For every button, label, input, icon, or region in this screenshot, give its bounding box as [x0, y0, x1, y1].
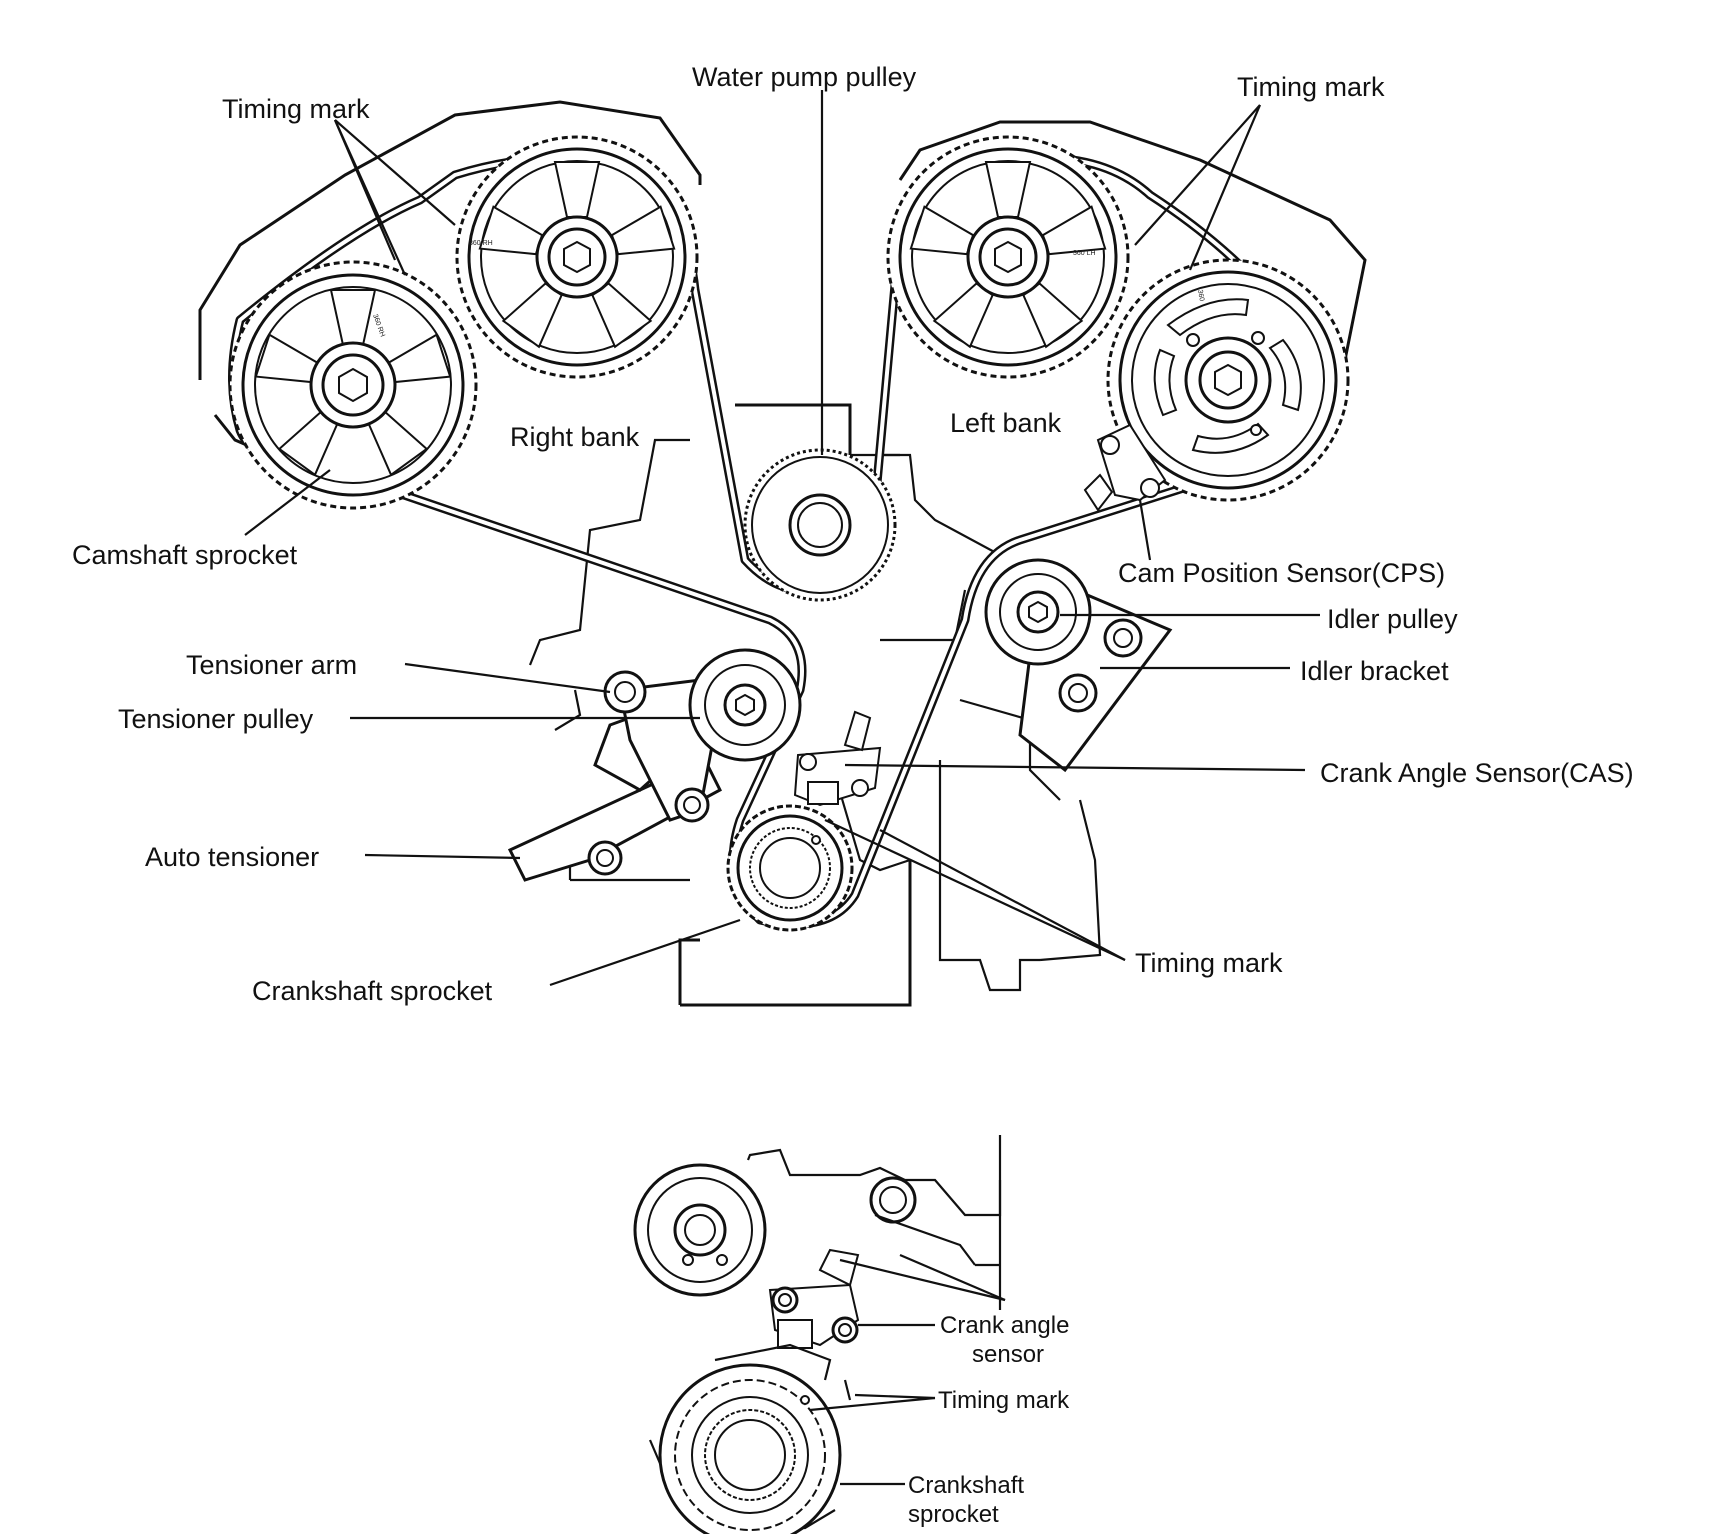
label-timing-mark-bottom: Timing mark	[1135, 948, 1283, 978]
tensioner-pulley	[688, 648, 802, 762]
detail-tensioner-pulley	[633, 1163, 767, 1297]
detail-label-timing-mark: Timing mark	[938, 1387, 1070, 1414]
sprocket-mark-right-rear: 360 RH	[469, 240, 493, 247]
cam-position-sensor	[1083, 423, 1167, 512]
label-water-pump-pulley: Water pump pulley	[692, 62, 917, 92]
label-idler-bracket: Idler bracket	[1300, 656, 1449, 686]
detail-crank-angle-sensor	[768, 1248, 860, 1349]
detail-view: Crank angle sensor Timing mark Crankshaf…	[633, 1135, 1070, 1534]
label-idler-pulley: Idler pulley	[1327, 604, 1458, 634]
label-tensioner-pulley: Tensioner pulley	[118, 704, 314, 734]
sprocket-mark-left-front: 360 LH	[1073, 250, 1096, 257]
label-auto-tensioner: Auto tensioner	[145, 842, 319, 872]
label-tensioner-arm: Tensioner arm	[186, 650, 357, 680]
left-front-camshaft-sprocket: 360 LH	[886, 135, 1130, 379]
sprocket-mark-left-rear: 360	[1196, 289, 1205, 302]
label-left-bank: Left bank	[950, 408, 1062, 438]
left-rear-camshaft-sprocket: 360	[1106, 258, 1350, 502]
right-front-camshaft-sprocket: 360 RH	[228, 260, 478, 510]
label-crank-angle-sensor: Crank Angle Sensor(CAS)	[1320, 758, 1634, 788]
crank-angle-sensor	[793, 710, 882, 807]
idler-pulley	[984, 558, 1092, 666]
label-timing-mark-left: Timing mark	[222, 94, 370, 124]
right-rear-camshaft-sprocket: 360 RH	[455, 135, 699, 379]
label-timing-mark-right: Timing mark	[1237, 72, 1385, 102]
detail-label-crankshaft-sprocket-2: sprocket	[908, 1501, 999, 1528]
label-crankshaft-sprocket: Crankshaft sprocket	[252, 976, 493, 1006]
label-right-bank: Right bank	[510, 422, 640, 452]
label-camshaft-sprocket: Camshaft sprocket	[72, 540, 298, 570]
leader-lines	[244, 90, 1320, 987]
detail-label-crank-angle-sensor-2: sensor	[972, 1341, 1044, 1368]
detail-label-crankshaft-sprocket-1: Crankshaft	[908, 1472, 1024, 1499]
detail-crankshaft-sprocket	[658, 1363, 842, 1534]
label-cam-position-sensor: Cam Position Sensor(CPS)	[1118, 558, 1445, 588]
crankshaft-sprocket	[726, 804, 854, 932]
water-pump-pulley	[743, 448, 897, 602]
engine-block-outline	[198, 100, 1367, 1007]
detail-label-crank-angle-sensor-1: Crank angle	[940, 1312, 1069, 1339]
